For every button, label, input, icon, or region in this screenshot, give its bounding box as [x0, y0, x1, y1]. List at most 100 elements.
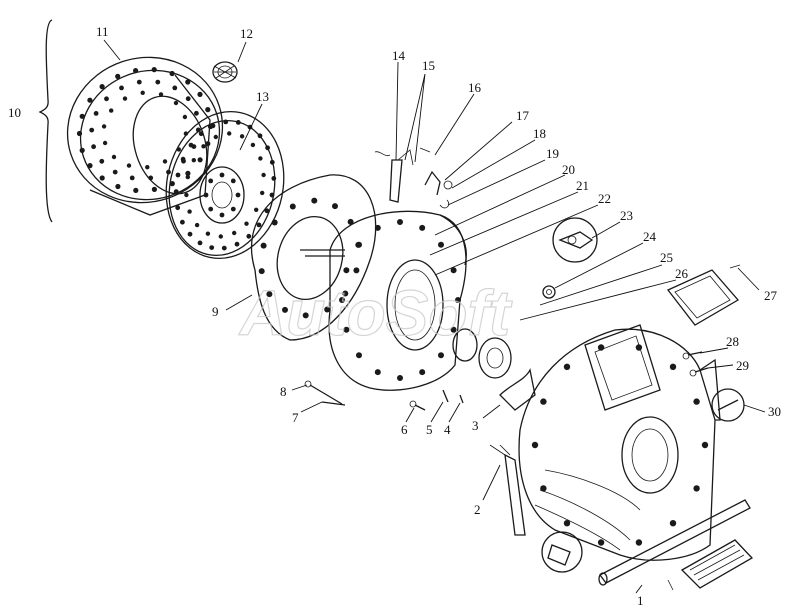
rivet-hole [563, 520, 571, 527]
rivet-hole [563, 363, 571, 370]
bolts-28-29 [682, 351, 709, 377]
detail-inset-23 [552, 217, 598, 263]
rivet-hole [635, 539, 643, 546]
rivet-hole [151, 67, 157, 73]
rivet-hole [271, 176, 277, 181]
rivet-hole [182, 114, 188, 120]
rivet-hole [302, 312, 309, 319]
rivet-hole [191, 158, 196, 163]
rivet-hole [254, 207, 259, 212]
rivet-hole [129, 175, 135, 181]
callout-6: 6 [401, 422, 408, 437]
rivet-hole [261, 172, 266, 178]
rivet-hole [269, 159, 275, 165]
rivet-hole [450, 267, 457, 274]
rivet-hole [260, 242, 267, 249]
rivet-hole [230, 206, 236, 212]
pressure-plate-disc [66, 56, 224, 216]
leader-lines [103, 39, 766, 594]
rivet-hole [693, 485, 700, 492]
rivet-hole [112, 169, 118, 175]
rivet-hole [175, 172, 181, 178]
rivet-hole [693, 398, 700, 405]
rivet-hole [169, 181, 175, 187]
rivet-hole [173, 189, 179, 195]
rivet-hole [235, 192, 241, 198]
callout-13: 13 [256, 89, 269, 104]
rivet-hole [356, 352, 362, 359]
callout-28: 28 [726, 334, 739, 349]
callout-labels: 1 2 3 4 5 6 7 8 9 10 11 12 13 14 15 16 1… [8, 24, 781, 608]
clutch-housing-assembly [328, 210, 467, 391]
spring-part [212, 61, 238, 83]
callout-22: 22 [598, 191, 611, 206]
rivet-hole [197, 157, 203, 163]
group-brace-10 [38, 19, 53, 223]
rivet-hole [311, 197, 318, 204]
rivet-hole [115, 183, 121, 190]
rivet-hole [119, 85, 124, 91]
callout-30: 30 [768, 404, 781, 419]
rivet-hole [99, 175, 105, 181]
callout-10: 10 [8, 105, 21, 120]
rivet-hole [184, 192, 189, 198]
rivet-hole [219, 172, 225, 178]
callout-27: 27 [764, 288, 778, 303]
rivet-hole [669, 363, 677, 370]
callout-9: 9 [212, 304, 219, 319]
rivet-hole [136, 79, 142, 85]
callout-14: 14 [392, 48, 406, 63]
clutch-disc [165, 110, 285, 260]
nut-part [542, 285, 556, 299]
rivet-hole [266, 291, 273, 298]
rivet-hole [356, 241, 362, 248]
small-hardware [419, 147, 453, 209]
rivet-hole [540, 485, 547, 492]
rivet-hole [185, 96, 191, 102]
rivet-hole [324, 306, 331, 313]
rivet-hole [246, 233, 252, 239]
rivet-hole [353, 267, 360, 274]
rivet-hole [223, 119, 229, 125]
callout-19: 19 [546, 146, 559, 161]
rivet-hole [438, 241, 444, 248]
rivet-hole [227, 131, 232, 136]
callout-16: 16 [468, 80, 482, 95]
callout-15: 15 [422, 58, 435, 73]
rivet-hole [133, 68, 139, 74]
rivet-hole [232, 230, 237, 236]
rivet-hole [208, 206, 214, 212]
rivet-hole [126, 163, 132, 168]
rivet-hole [145, 165, 150, 170]
rivet-hole [101, 124, 107, 129]
rivet-hole [91, 144, 96, 150]
rivet-hole [258, 156, 263, 161]
callout-26: 26 [675, 266, 689, 281]
rivet-hole [235, 120, 241, 125]
bolts-4-8 [304, 380, 511, 456]
rivet-hole [258, 268, 265, 275]
rivet-hole [342, 290, 349, 297]
rivet-hole [450, 326, 457, 333]
rivet-hole [172, 85, 178, 91]
callout-1: 1 [637, 593, 644, 608]
rivet-hole [597, 344, 605, 351]
callout-5: 5 [426, 422, 433, 437]
rivet-hole [148, 175, 154, 181]
rivet-hole [635, 344, 643, 351]
callout-25: 25 [660, 250, 673, 265]
callout-11: 11 [96, 24, 109, 39]
rivet-hole [332, 203, 338, 210]
rivet-hole [260, 190, 265, 196]
callout-21: 21 [576, 178, 589, 193]
rivet-hole [257, 133, 263, 139]
rivet-hole [203, 192, 209, 198]
pedal-pad [667, 539, 754, 591]
rivet-hole [104, 96, 109, 102]
rivet-hole [180, 156, 186, 162]
callout-12: 12 [240, 26, 253, 41]
rivet-hole [76, 130, 83, 137]
rivet-hole [187, 209, 192, 214]
rivet-hole [208, 178, 214, 184]
